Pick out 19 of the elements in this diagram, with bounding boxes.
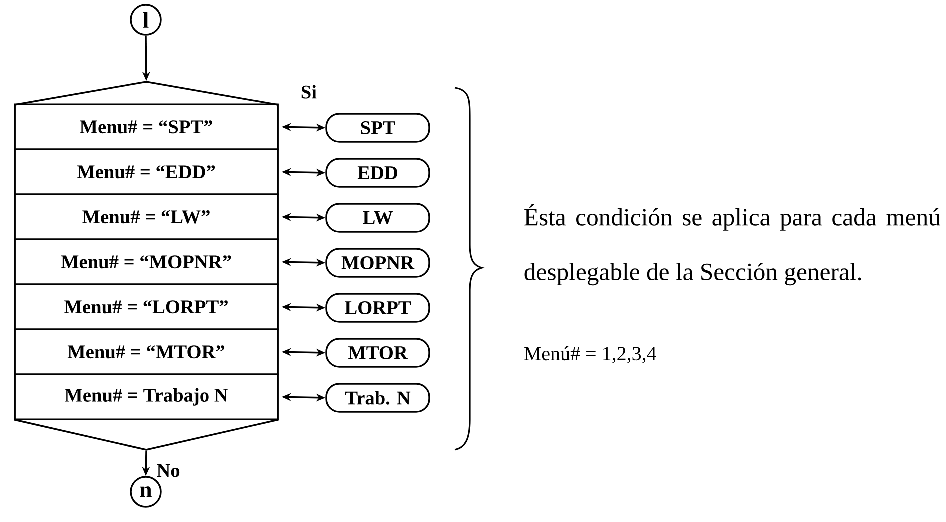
condition-box: Menu# = “MTOR”: [14, 328, 279, 376]
condition-box: Menu# = Trabajo N: [14, 374, 279, 420]
condition-box: Menu# = “EDD”: [14, 148, 279, 196]
terminal-box: LORPT: [326, 293, 430, 323]
case-block: [14, 81, 279, 451]
terminal-box: MTOR: [326, 338, 430, 368]
note-text: Ésta condición se aplica para cada menú desplegable de la Sección general.: [524, 204, 941, 286]
condition-box: Menu# = “MOPNR”: [14, 238, 279, 286]
terminal-box: LW: [326, 203, 430, 233]
terminal-box: EDD: [326, 158, 430, 188]
condition-box: Menu# = “LORPT”: [14, 284, 279, 330]
terminal-box: Trab. N: [326, 383, 430, 413]
terminal-box: SPT: [326, 113, 430, 143]
branch-label: Si: [302, 85, 317, 99]
terminal-box: MOPNR: [326, 248, 430, 278]
note-text: Menú# = 1,2,3,4: [524, 346, 656, 364]
edge-label: No: [157, 464, 180, 478]
condition-box: Menu# = “SPT”: [14, 104, 279, 150]
condition-box: Menu# = “LW”: [14, 194, 279, 240]
